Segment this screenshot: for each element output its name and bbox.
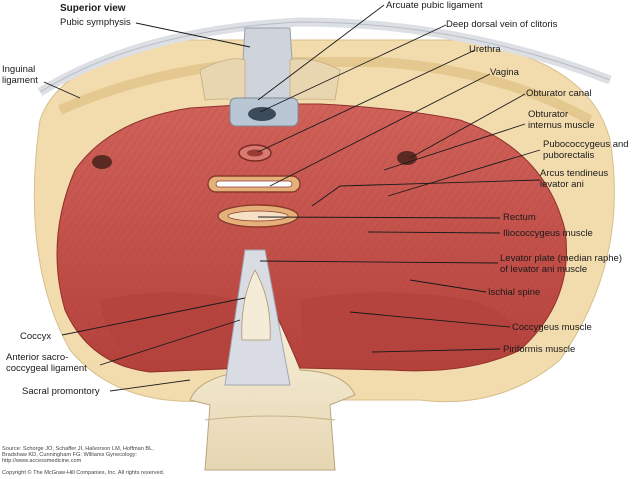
label-urethra: Urethra — [469, 44, 501, 55]
label-arcuate-pubic-ligament: Arcuate pubic ligament — [386, 0, 483, 11]
label-inguinal-ligament-line2: ligament — [2, 75, 38, 86]
source-line-1: Source: Schorge JO, Schaffer JI, Halvors… — [2, 446, 154, 452]
obturator-canal-left — [92, 155, 112, 169]
coccygeus-muscle-shape — [300, 292, 520, 366]
label-coccygeus: Coccygeus muscle — [512, 322, 592, 333]
label-obturator-internus-line1: Obturator — [528, 109, 569, 120]
copyright-line: Copyright © The McGraw-Hill Companies, I… — [2, 470, 165, 476]
label-pubococcygeus-line1: Pubococcygeus and — [543, 139, 629, 150]
label-levator-plate-line2: of levator ani muscle — [500, 264, 588, 275]
label-piriformis: Piriformis muscle — [503, 344, 576, 355]
label-anterior-sacrococcygeal-line2: coccygeal ligament — [6, 363, 87, 374]
label-vagina: Vagina — [490, 67, 519, 78]
label-anterior-sacrococcygeal-line1: Anterior sacro- — [6, 352, 69, 363]
label-inguinal-ligament-line1: Inguinal — [2, 64, 36, 75]
label-arcus-tendineus-line2: levator ani — [540, 179, 584, 190]
label-rectum: Rectum — [503, 212, 536, 223]
label-arcus-tendineus-line1: Arcus tendineus — [540, 168, 609, 179]
source-line-3: http://www.accessmedicine.com — [2, 458, 82, 464]
label-pubic-symphysis: Pubic symphysis — [60, 17, 131, 28]
label-sacral-promontory: Sacral promontory — [22, 386, 100, 397]
source-line-2: Bradshaw KD, Cunningham FG: Williams Gyn… — [2, 452, 137, 458]
label-coccyx: Coccyx — [20, 331, 52, 342]
label-iliococcygeus: Iliococcygeus muscle — [503, 228, 593, 239]
label-obturator-canal: Obturator canal — [526, 88, 592, 99]
label-pubococcygeus-line2: puborectalis — [543, 150, 595, 161]
label-ischial-spine: Ischial spine — [488, 287, 541, 298]
label-obturator-internus-line2: internus muscle — [528, 120, 595, 131]
obturator-canal-right — [397, 151, 417, 165]
label-levator-plate-line1: Levator plate (median raphe) — [500, 253, 622, 264]
view-title: Superior view — [60, 3, 126, 14]
label-deep-dorsal-vein: Deep dorsal vein of clitoris — [446, 19, 558, 30]
deep-dorsal-vein-shape — [248, 107, 276, 121]
coccyx-shape — [241, 269, 271, 341]
